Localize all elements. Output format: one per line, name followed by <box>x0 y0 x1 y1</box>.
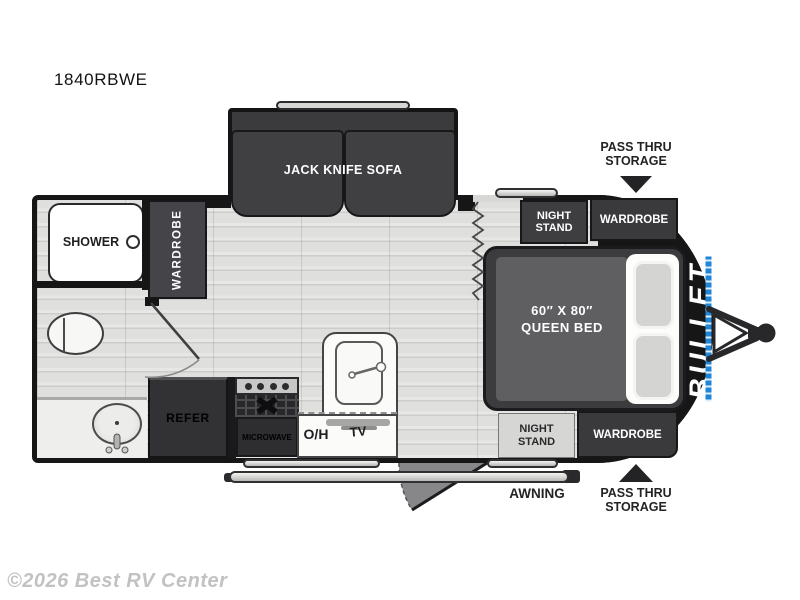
wardrobe-left-label: WARDROBE <box>171 209 184 290</box>
kitchen-sink <box>335 341 383 405</box>
stove-icon <box>235 377 299 395</box>
model-number: 1840RBWE <box>54 70 148 89</box>
brand-stripe <box>705 256 712 402</box>
tv-icon <box>326 419 390 426</box>
burner-icon <box>269 382 277 390</box>
wall-stub-left <box>206 195 231 208</box>
sofa-cushion-left <box>231 130 344 217</box>
burner-icon <box>282 382 290 390</box>
pillow <box>633 333 674 400</box>
entry-step-rail <box>243 459 380 468</box>
refrigerator: REFER <box>148 377 228 458</box>
queen-bed-mattress <box>496 257 628 401</box>
hitch-triangle <box>712 312 749 355</box>
hitch-ball-icon <box>756 323 776 343</box>
pass-thru-bottom-arrow-icon <box>619 464 653 482</box>
pass-thru-top-arrow-icon <box>620 176 652 193</box>
bed-type-label: QUEEN BED <box>521 319 603 335</box>
pass-thru-top-label: PASS THRU STORAGE <box>600 140 672 169</box>
shower-label: SHOWER <box>62 235 120 249</box>
shower-drain-icon <box>126 235 140 249</box>
sofa-cushion-right <box>344 130 456 217</box>
watermark: ©2026 Best RV Center <box>7 570 228 592</box>
pass-thru-bottom-label: PASS THRU STORAGE <box>600 486 672 515</box>
wardrobe-top: WARDROBE <box>590 198 678 241</box>
overhead-label: O/H <box>303 426 329 442</box>
slideout-handle <box>276 101 410 110</box>
wardrobe-left: WARDROBE <box>148 200 207 299</box>
refer-label: REFER <box>166 411 210 425</box>
brand-logo: BULLET <box>684 260 717 400</box>
toilet-tank-line <box>63 318 65 352</box>
sofa-label: JACK KNIFE SOFA <box>283 163 403 177</box>
kitchen-divider <box>228 377 236 458</box>
overhead-cabinet-dashline <box>298 412 397 415</box>
oven-grate-icon <box>235 395 299 417</box>
tv-bracket-icon <box>341 426 377 430</box>
wall-shower-bottom <box>37 281 144 288</box>
bedroom-window <box>473 195 523 202</box>
bathroom-sink <box>92 403 142 445</box>
awning-label: AWNING <box>509 486 565 501</box>
burner-icon <box>257 382 265 390</box>
bed-label: 60″ X 80″ QUEEN BED <box>488 303 636 337</box>
tv-label: TV <box>349 422 367 440</box>
burner-icon <box>244 382 252 390</box>
wall-stub-bath-door <box>145 297 159 306</box>
wall-stub-right <box>458 199 475 211</box>
hitch-coupler <box>748 327 760 339</box>
wardrobe-bottom: WARDROBE <box>577 411 678 458</box>
wall-shower-right <box>142 198 150 290</box>
bed-size-label: 60″ X 80″ <box>531 303 593 318</box>
toilet <box>47 312 104 355</box>
microwave: MICROWAVE <box>236 417 298 457</box>
awning-tube <box>229 471 569 483</box>
grab-handle-top <box>495 188 558 198</box>
pillow <box>633 261 674 329</box>
night-stand-top: NIGHT STAND <box>520 200 588 244</box>
shower-stall: SHOWER <box>48 203 144 283</box>
grab-handle-bottom <box>487 459 558 468</box>
microwave-label: MICROWAVE <box>242 432 292 442</box>
night-stand-bottom: NIGHT STAND <box>498 413 575 458</box>
